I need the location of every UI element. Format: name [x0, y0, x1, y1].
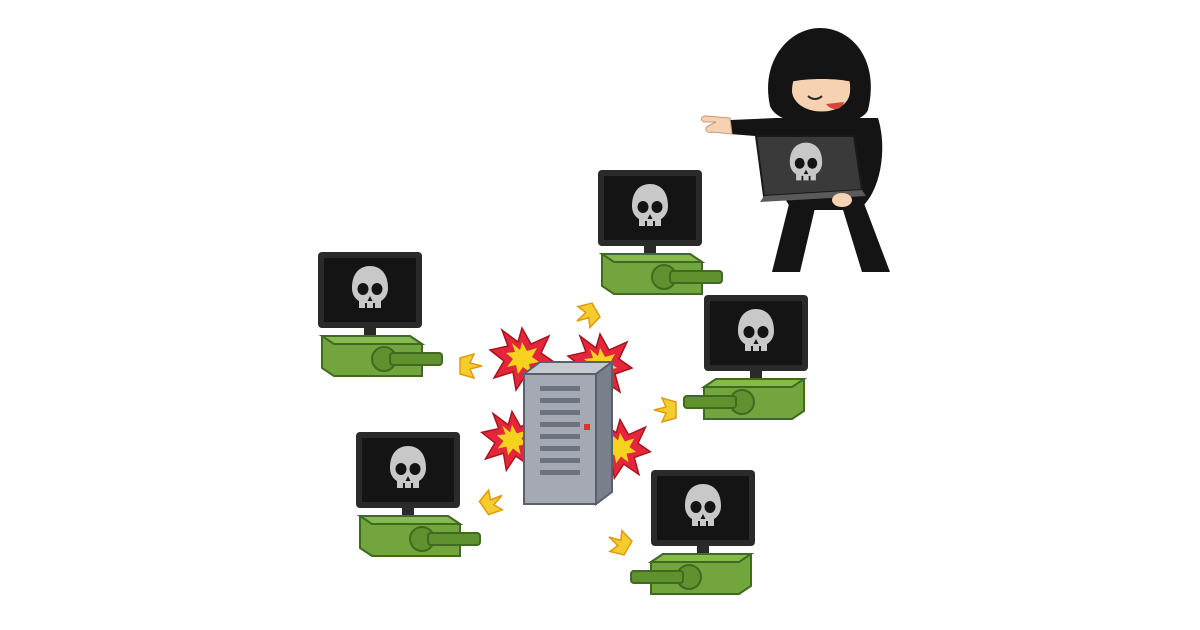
bot-top	[598, 170, 722, 294]
server-tower-icon	[521, 360, 615, 506]
bot-lower-left	[356, 432, 480, 556]
bot-left	[318, 252, 442, 376]
bot-right	[684, 295, 808, 419]
laptop-skull-icon	[754, 135, 866, 202]
hacker-icon	[701, 28, 890, 272]
bot-lower-right	[631, 470, 755, 594]
